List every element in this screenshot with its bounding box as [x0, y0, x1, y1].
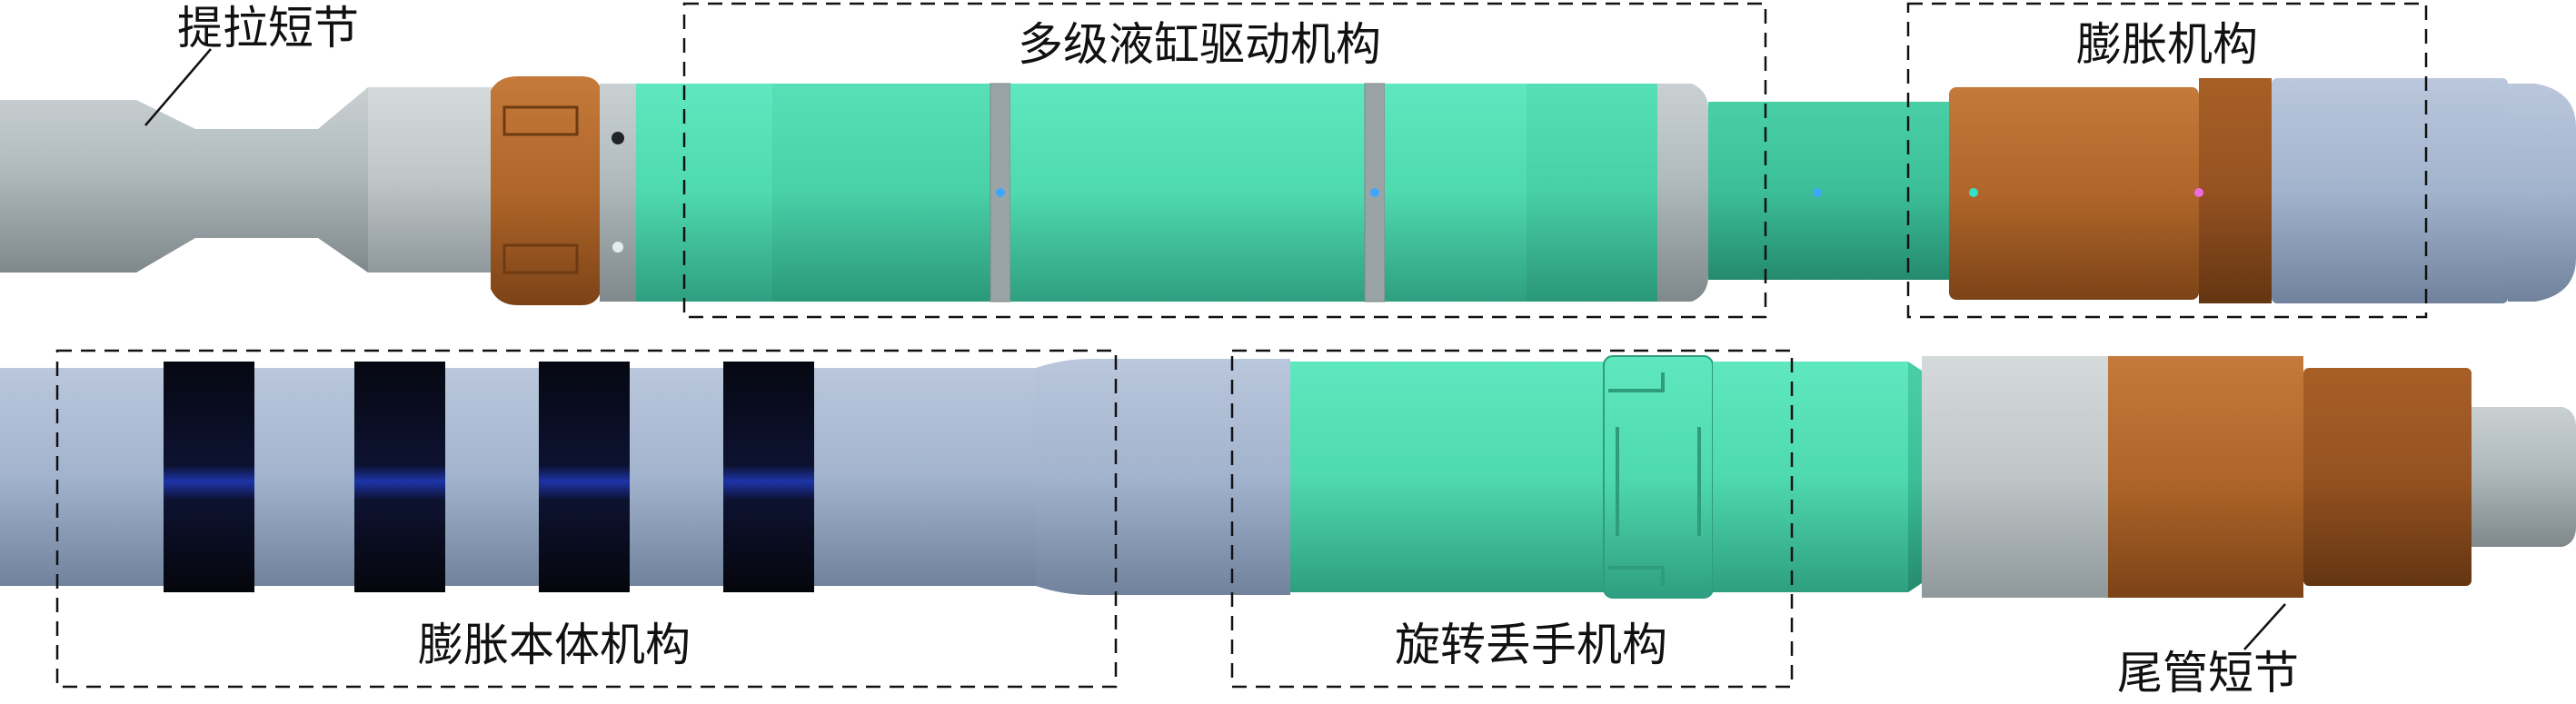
steel-ring [600, 84, 636, 302]
port-dot [996, 188, 1005, 197]
label-rotary-release: 旋转丢手机构 [1395, 619, 1667, 671]
connecting-mandrel [1708, 102, 1949, 280]
expansion-mechanism-box [1906, 2, 2428, 319]
label-hydraulic-drive: 多级液缸驱动机构 [1018, 18, 1381, 71]
expansion-cone-ring [2199, 78, 2272, 303]
label-tail-sub: 尾管短节 [2117, 647, 2299, 699]
label-expansion-mechanism: 膨胀机构 [2076, 18, 2258, 71]
tail-bronze-step [2303, 368, 2472, 586]
release-sleeve [1713, 362, 1908, 592]
expansion-nose [2508, 84, 2576, 302]
label-expansion-body: 膨胀本体机构 [418, 619, 691, 671]
port-dot [1969, 188, 1978, 197]
top-tool-string [0, 76, 2576, 305]
expansion-body-box [55, 349, 1118, 689]
bronze-collar-slot-bottom [502, 243, 579, 274]
tail-sub-leader [2243, 603, 2286, 650]
rubber-seal-ring [539, 362, 630, 592]
bronze-collar-slot-top [502, 105, 579, 136]
cylinder-stage-2 [1010, 84, 1365, 302]
cylinder-end-cap [1657, 84, 1708, 302]
rubber-seal-ring [354, 362, 445, 592]
release-housing [1290, 362, 1604, 592]
cylinder-stage-1-inner [772, 84, 990, 302]
hydraulic-drive-box [682, 2, 1767, 319]
bronze-collar [491, 76, 602, 305]
screw-hole [612, 132, 624, 144]
expansion-body-mandrel [0, 368, 1072, 586]
port-dot [1370, 188, 1379, 197]
lifting-sub-shoulder [368, 87, 495, 273]
label-lifting-sub: 提拉短节 [177, 2, 359, 55]
clutch-teeth [1608, 372, 1701, 586]
screw-hole [612, 242, 623, 253]
port-dot [2194, 188, 2203, 197]
rubber-seal-ring [164, 362, 254, 592]
cylinder-stage-3-inner [1527, 84, 1657, 302]
body-coupling [1036, 359, 1290, 595]
lifting-sub-leader [144, 48, 212, 126]
tail-steel-collar [1922, 356, 2108, 598]
bottom-tool-string [0, 355, 2576, 599]
release-taper [1908, 362, 1925, 592]
tail-bronze-collar [2108, 356, 2303, 598]
tail-pin [2472, 407, 2576, 547]
rubber-seal-ring [723, 362, 814, 592]
expansion-sleeve [2272, 78, 2508, 303]
expansion-cone [1949, 87, 2199, 300]
port-dot [1813, 188, 1822, 197]
